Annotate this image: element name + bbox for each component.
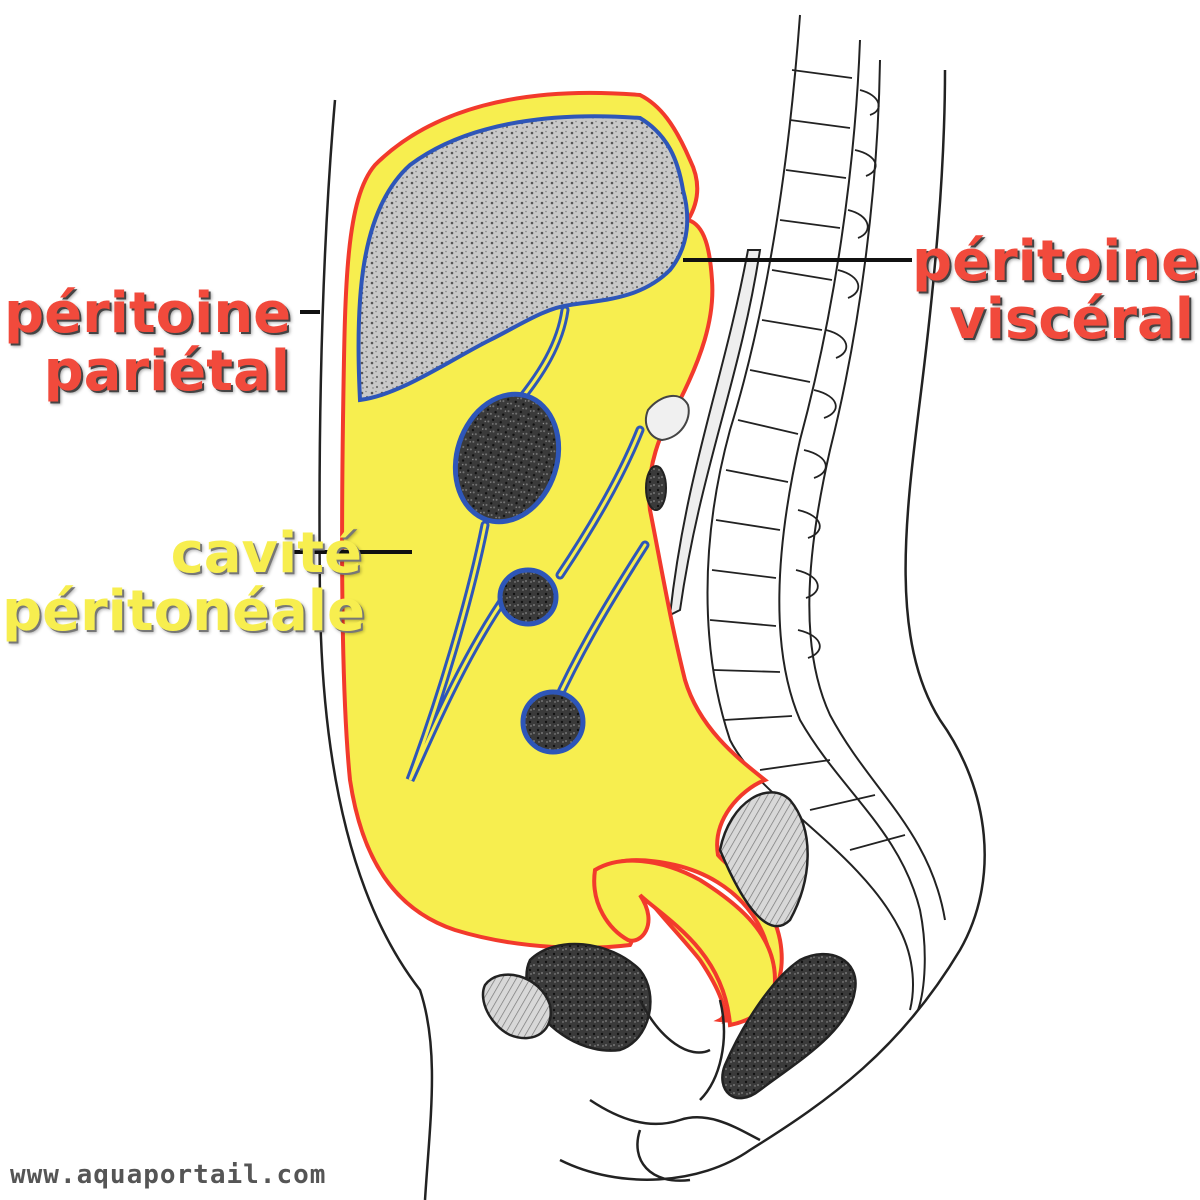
intestine-loop <box>497 567 559 627</box>
label-visceral-peritoneum: péritoine viscéral <box>912 229 1200 352</box>
pancreas <box>644 395 690 442</box>
uterus <box>481 973 553 1040</box>
label-visceral-line2: viscéral <box>949 287 1194 352</box>
spine <box>706 14 946 1011</box>
pelvic-floor <box>589 999 761 1182</box>
pelvic-colon <box>721 952 857 1100</box>
body-outline <box>318 69 986 1200</box>
mesentery-inner <box>408 308 647 781</box>
label-cavity-line2: péritonéale <box>2 579 365 644</box>
pelvic-pouch <box>592 858 778 1028</box>
duodenum <box>645 465 667 511</box>
label-visceral-line1: péritoine <box>912 229 1200 294</box>
label-peritoneal-cavity: cavité péritonéale <box>2 521 365 644</box>
label-parietal-line2: pariétal <box>43 339 290 404</box>
leader-lines <box>290 258 912 554</box>
label-parietal-line1: péritoine <box>4 281 292 346</box>
watermark: www.aquaportail.com <box>10 1160 327 1190</box>
stomach <box>452 391 562 525</box>
label-parietal-peritoneum: péritoine pariétal <box>4 281 292 404</box>
rectum <box>718 791 809 928</box>
liver <box>356 114 690 403</box>
lower-intestine <box>520 689 586 755</box>
vertebrae <box>709 69 906 851</box>
label-cavity-line1: cavité <box>170 521 362 586</box>
